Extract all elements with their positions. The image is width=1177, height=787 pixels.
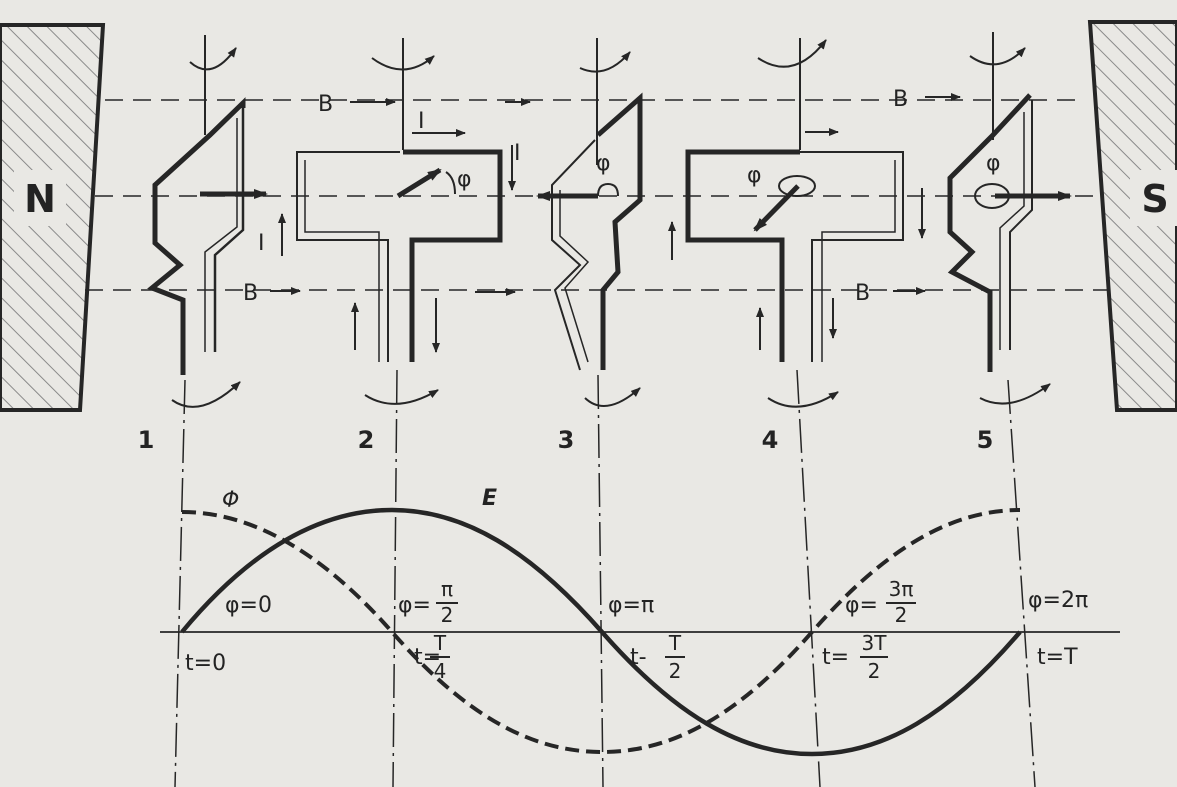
position-label-5: 5 bbox=[977, 426, 994, 454]
t-prefix-5: t= bbox=[1037, 645, 1064, 670]
angle-label-4: φ bbox=[747, 163, 762, 188]
marker-3: φ=π t- T 2 bbox=[608, 593, 685, 683]
phi-value-3: π bbox=[641, 593, 654, 618]
position-label-4: 4 bbox=[762, 426, 779, 454]
t-value-1: 0 bbox=[212, 651, 226, 676]
angle-label-5: φ bbox=[986, 151, 1001, 176]
svg-text:φ=2π: φ=2π bbox=[1028, 588, 1088, 613]
current-label-left: I bbox=[258, 231, 265, 256]
position-label-3: 3 bbox=[558, 426, 575, 454]
position-numbers: 1 2 3 4 5 bbox=[138, 426, 994, 454]
emf-label: E bbox=[482, 486, 497, 511]
field-label-4: B bbox=[855, 281, 870, 306]
phi-value-5: 2π bbox=[1061, 588, 1088, 613]
emf-curve bbox=[180, 507, 1022, 757]
south-pole-label: S bbox=[1141, 177, 1168, 221]
north-pole: N bbox=[0, 23, 106, 412]
current-label-top: I bbox=[418, 109, 425, 134]
current-label-right: I bbox=[514, 141, 521, 166]
t-prefix-3: t- bbox=[630, 645, 647, 670]
phi-denominator-4: 2 bbox=[895, 603, 908, 627]
phi-numerator-4: 3π bbox=[889, 577, 914, 601]
t-numerator-2: T bbox=[433, 631, 447, 655]
coil-4: φ bbox=[685, 149, 926, 362]
marker-1: φ=0 t=0 bbox=[185, 593, 272, 676]
position-label-2: 2 bbox=[358, 426, 375, 454]
t-prefix-1: t= bbox=[185, 651, 212, 676]
angle-label-3: φ bbox=[596, 151, 611, 176]
coil-2: φ I I I bbox=[258, 109, 521, 362]
field-label-2: B bbox=[893, 87, 908, 112]
flux-label: Φ bbox=[222, 488, 239, 513]
phi-value-1: 0 bbox=[258, 593, 272, 618]
svg-text:φ=π: φ=π bbox=[608, 593, 654, 618]
t-numerator-4: 3T bbox=[862, 631, 888, 655]
field-lines: B B B B bbox=[85, 87, 1110, 306]
flux-curve bbox=[181, 508, 1021, 755]
t-denominator-3: 2 bbox=[669, 659, 682, 683]
coil-5: φ bbox=[947, 93, 1072, 372]
t-numerator-3: T bbox=[668, 631, 682, 655]
phi-prefix-5: φ= bbox=[1028, 588, 1061, 613]
phi-prefix-3: φ= bbox=[608, 593, 641, 618]
marker-5: φ=2π t=T bbox=[1028, 588, 1088, 670]
phi-prefix-4: φ= bbox=[845, 593, 878, 618]
marker-4: φ= 3π 2 t= 3T 2 bbox=[822, 577, 916, 683]
south-pole: S bbox=[1087, 20, 1177, 412]
t-prefix-4: t= bbox=[822, 645, 849, 670]
phi-prefix-1: φ= bbox=[225, 593, 258, 618]
field-label-1: B bbox=[318, 92, 333, 117]
svg-text:φ=0: φ=0 bbox=[225, 593, 272, 618]
t-value-5: T bbox=[1063, 645, 1078, 670]
phi-numerator-2: π bbox=[441, 577, 453, 601]
coil-3: φ bbox=[536, 92, 676, 371]
phi-denominator-2: 2 bbox=[441, 603, 454, 627]
phi-prefix-2: φ= bbox=[398, 593, 431, 618]
field-label-3: B bbox=[243, 281, 258, 306]
coil-1 bbox=[147, 97, 268, 375]
waveform-graph: Φ E φ=0 t=0 φ= π 2 t= T 4 φ=π t- T 2 φ bbox=[160, 486, 1120, 757]
rotation-arrows bbox=[171, 39, 1051, 408]
north-pole-label: N bbox=[24, 177, 56, 221]
svg-text:t=0: t=0 bbox=[185, 651, 226, 676]
t-denominator-4: 2 bbox=[868, 659, 881, 683]
angle-label-2: φ bbox=[457, 167, 472, 192]
marker-2: φ= π 2 t= T 4 bbox=[398, 577, 458, 683]
t-denominator-2: 4 bbox=[434, 659, 447, 683]
position-label-1: 1 bbox=[138, 426, 155, 454]
rotation-axes bbox=[174, 32, 1036, 787]
svg-text:t=T: t=T bbox=[1037, 645, 1078, 670]
